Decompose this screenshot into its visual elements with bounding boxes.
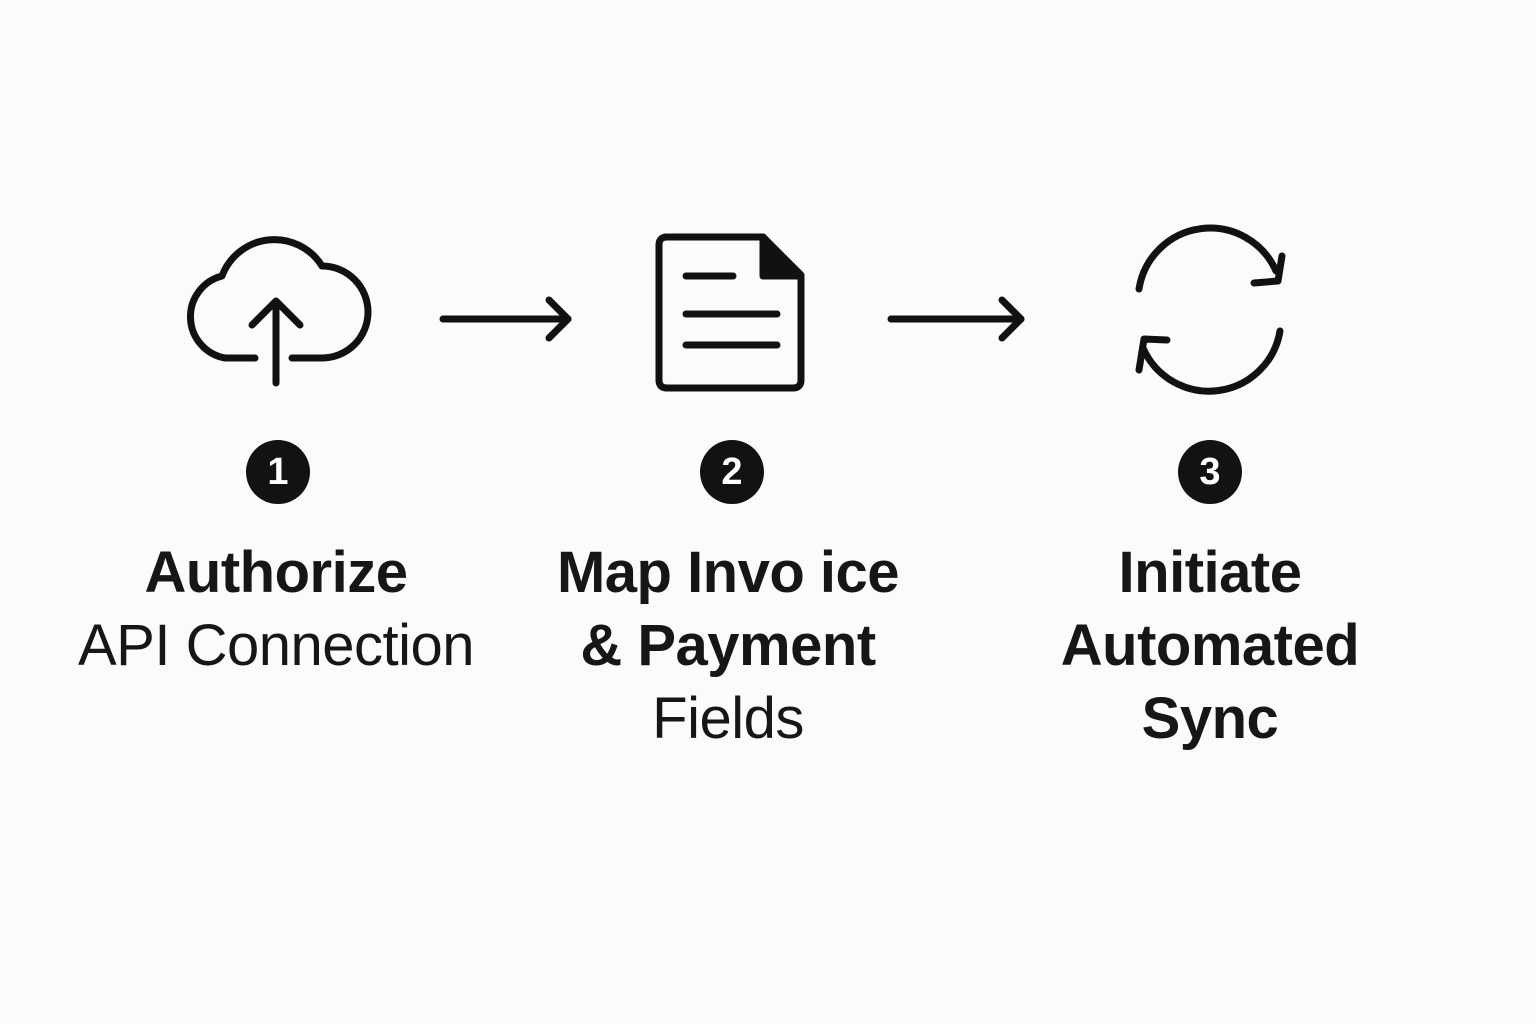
step-number-badge: 3 — [1178, 440, 1242, 504]
sync-icon — [1135, 224, 1286, 395]
document-icon — [655, 233, 805, 392]
step-label-line: Map Invo ice — [556, 540, 900, 605]
step-label-line: & Payment — [580, 613, 876, 678]
step-label: Map Invo ice & Payment Fields — [508, 536, 948, 755]
arrow-right-icon — [439, 296, 572, 342]
step-number-badge: 1 — [246, 440, 310, 504]
step-label: Authorize API Connection — [56, 536, 496, 682]
step-label-line: Fields — [652, 686, 804, 751]
cloud-upload-icon — [187, 236, 372, 387]
arrow-right-icon — [887, 296, 1025, 342]
step-number-badge: 2 — [700, 440, 764, 504]
step-label-line: Authorize — [144, 540, 408, 605]
step-label: Initiate Automated Sync — [990, 536, 1430, 755]
step-label-line: Automated — [1060, 613, 1360, 678]
step-label-line: Sync — [1141, 686, 1279, 751]
step-label-line: API Connection — [77, 613, 475, 678]
step-label-line: Initiate — [1118, 540, 1302, 605]
